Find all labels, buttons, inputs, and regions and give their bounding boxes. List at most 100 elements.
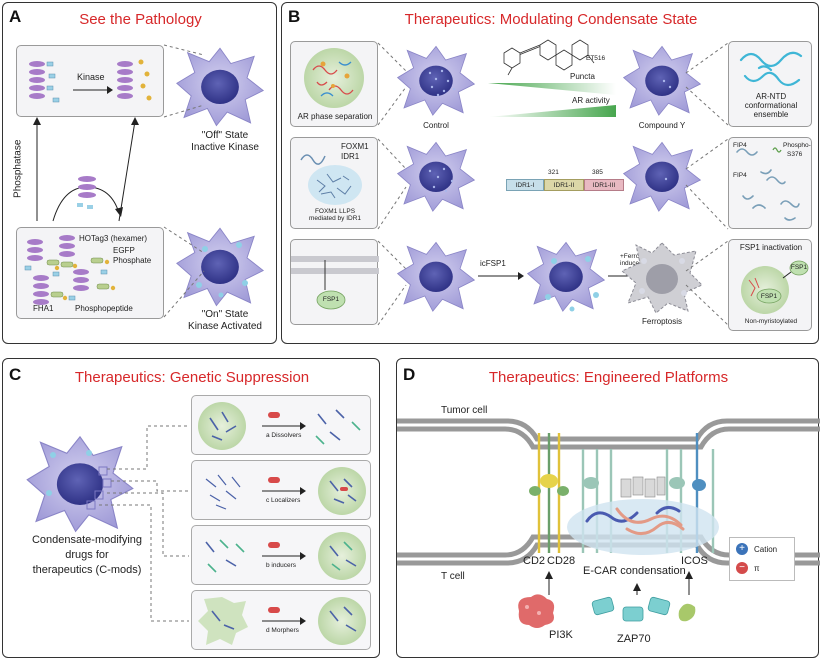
fsp1-b-label: FSP1: [760, 293, 778, 300]
puncta-label: Puncta: [570, 72, 595, 81]
modifier-box-morphers: d Morphers: [191, 590, 371, 650]
foxm1-llps-line1: FOXM1 LLPS: [314, 208, 356, 215]
t-cell-label: T cell: [441, 571, 465, 582]
panel-d: D Therapeutics: Engineered Platforms Tum…: [396, 358, 820, 658]
foxm1-label: FOXM1: [341, 142, 369, 151]
egfp-label: EGFP: [113, 246, 135, 255]
localizer-illustration: [205, 467, 366, 515]
off-state-label: "Off" State Inactive Kinase: [185, 130, 265, 153]
off-state-line2: Inactive Kinase: [191, 141, 259, 153]
b-row1-zoom-lines-right: [685, 42, 729, 126]
phosphopeptide-label: Phosphopeptide: [75, 304, 133, 313]
ar-activity-label: AR activity: [572, 96, 610, 105]
idr-segment-1-label: IDR1-I: [515, 182, 535, 189]
cell-on-state: [175, 225, 265, 307]
c-connector-lines: [99, 425, 189, 622]
zap70-icon: [591, 596, 696, 622]
b-control-cell: [396, 43, 476, 117]
b-row3-cell-1: [396, 239, 476, 313]
panel-b: B Therapeutics: Modulating Condensate St…: [281, 2, 819, 344]
pi-label: π: [754, 564, 760, 573]
fip4-label-a: FIP4: [733, 142, 747, 149]
signaling-arrows: [545, 571, 693, 595]
fha1-label: FHA1: [33, 304, 54, 313]
condensate-assembly-box: HOTag3 (hexamer) EGFP Phosphate FHA1 Pho…: [16, 227, 164, 319]
phosphatase-cycle-arrows: [33, 117, 139, 222]
receptor-array: [529, 433, 719, 555]
fsp1-left-label: FSP1: [322, 296, 340, 303]
b-control-label: Control: [423, 121, 449, 130]
idr-segment-3-label: IDR1-III: [592, 182, 616, 189]
b-row1-zoom-lines: [377, 42, 407, 126]
b-row3-zoom-lines: [377, 240, 407, 326]
ar-ntd-line1: AR-NTD: [755, 92, 787, 101]
on-state-line1: "On" State: [201, 309, 249, 320]
fip4-label-b: FIP4: [733, 172, 747, 179]
foxm1-condensate-illustration: [308, 165, 362, 205]
idr-segment-2-label: IDR1-II: [553, 182, 575, 189]
idr-n321: 321: [548, 169, 559, 176]
b-compound-y-cell: [622, 43, 702, 117]
ecar-label: E-CAR condensation: [583, 565, 686, 577]
phosphate-label: Phosphate: [113, 256, 152, 265]
fsp1-membrane-box: FSP1: [290, 239, 379, 325]
panel-a: A See the Pathology Kinase "Off" State I…: [2, 2, 277, 344]
idr-segment-1: IDR1-I: [506, 179, 544, 191]
phosphatase-label: Phosphatase: [12, 139, 24, 198]
panel-c-label: C: [9, 365, 22, 384]
ar-ntd-ensemble-box: AR-NTD conformational ensemble: [728, 41, 812, 127]
morpher-illustration: [198, 597, 366, 645]
c-mods-line1: Condensate-modifying: [31, 534, 143, 546]
ar-ntd-ensemble-illustration: [739, 51, 803, 87]
pi3k-label: PI3K: [549, 629, 573, 641]
b-row3-cell-2: [526, 239, 606, 313]
et516-label: ET516: [586, 55, 606, 62]
foxm1-llps-line2: mediated by IDR1: [308, 215, 362, 223]
fip4-box: FIP4 Phospho- S376 FIP4: [728, 137, 812, 229]
panel-b-label: B: [288, 7, 301, 26]
modifier-label-morphers: d Morphers: [266, 627, 299, 634]
idr-n385: 385: [592, 169, 603, 176]
charge-legend: + Cation − π: [729, 537, 795, 581]
phospho-label: Phospho-: [783, 142, 811, 149]
ar-phase-separation-label: AR phase separation: [297, 112, 373, 121]
cd28-label: CD28: [547, 555, 576, 567]
b-compound-y-label: Compound Y: [638, 121, 686, 130]
modifier-label-localizers: c Localizers: [266, 497, 301, 504]
ar-ntd-label: AR-NTD conformational ensemble: [729, 92, 813, 120]
ferroptosis-cell: [621, 242, 703, 314]
ar-ntd-line3: ensemble: [753, 110, 789, 120]
protein-cluster-unphosphorylated: [29, 61, 60, 103]
fsp1-inactivation-label: FSP1 inactivation: [739, 243, 803, 252]
idr-segment-2: IDR1-II: [544, 179, 584, 191]
b-row2-cell-right: [622, 139, 702, 213]
b-row2-zoom-lines: [377, 138, 407, 230]
cd2-label: CD2: [523, 555, 546, 567]
fsp1-condensate-illustration: [741, 260, 809, 314]
zap70-label: ZAP70: [617, 633, 651, 645]
pi3k-icon: [518, 594, 555, 628]
zoom-lines-bottom: [163, 226, 205, 318]
modifier-box-inducers: b inducers: [191, 525, 371, 585]
on-state-line2: Kinase Activated: [188, 320, 262, 332]
c-mods-line2: drugs for: [65, 548, 109, 561]
icos-label: ICOS: [681, 555, 708, 567]
kinase-reaction-box: Kinase: [16, 45, 164, 117]
idr1-label: IDR1: [341, 152, 360, 161]
ar-ntd-line2: conformational: [744, 101, 798, 111]
fsp1-inactivation-box: FSP1 inactivation FSP1 FSP1 Non-myristoy…: [728, 239, 812, 331]
icfsp1-arrow: [478, 272, 524, 280]
tumor-cell-label: Tumor cell: [441, 405, 488, 416]
dissolver-illustration: [198, 402, 361, 450]
hotag-condensate-illustration: [24, 235, 116, 305]
ferroptosis-label: Ferroptosis: [641, 317, 682, 326]
hotag-label: HOTag3 (hexamer): [79, 234, 148, 243]
kinase-label: Kinase: [77, 72, 105, 82]
panel-d-label: D: [403, 365, 416, 384]
modifier-box-dissolvers: a Dissolvers: [191, 395, 371, 455]
puncta-wedge: [488, 83, 616, 95]
b-row2-cell-left: [396, 139, 476, 213]
s376-label: S376: [787, 151, 803, 158]
kinase-arrow: [73, 86, 113, 94]
foxm1-llps-box: FOXM1 IDR1 FOXM1 LLPS mediated by IDR1: [290, 137, 378, 229]
